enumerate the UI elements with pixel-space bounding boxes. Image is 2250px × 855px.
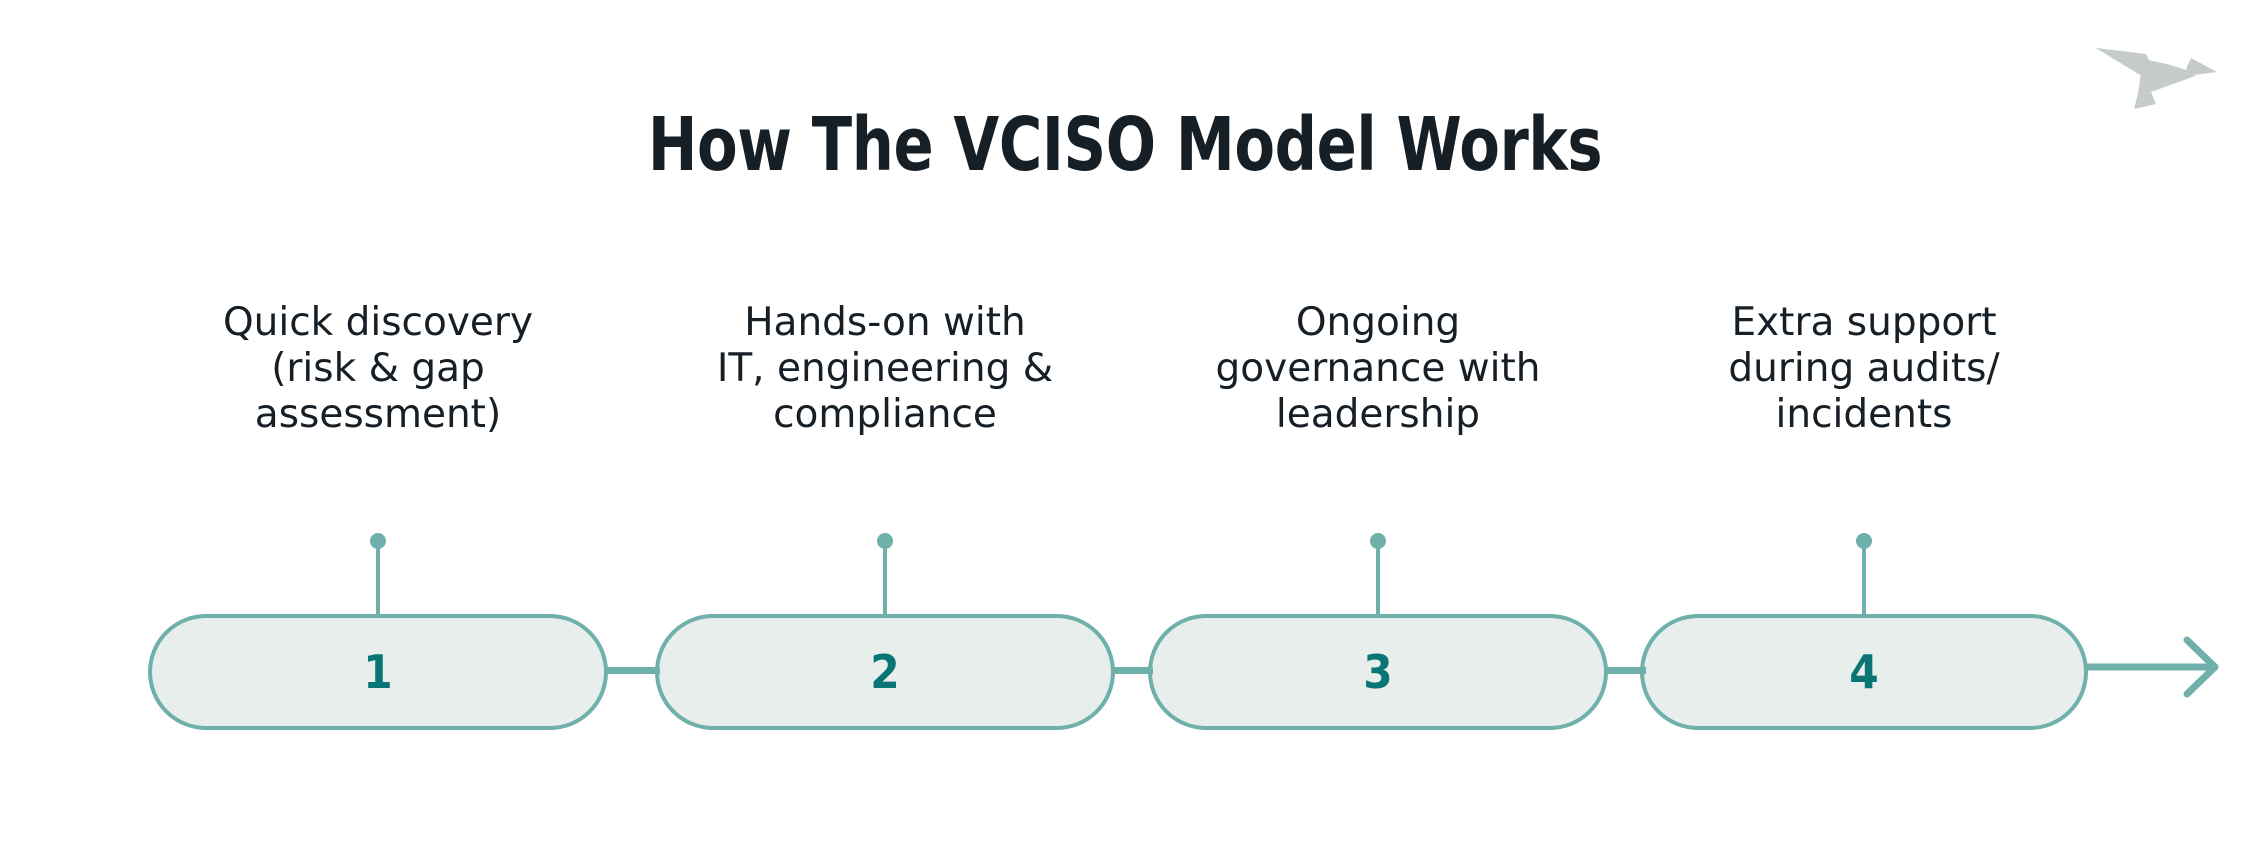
step-label-3: Ongoing governance with leadership	[1215, 300, 1541, 438]
flow-step-4[interactable]: Extra support during audits/ incidents 4	[1640, 0, 2088, 855]
flow-step-2[interactable]: Hands-on with IT, engineering & complian…	[655, 0, 1115, 855]
step-number-3: 3	[1363, 645, 1393, 699]
step-connector-stem-1	[376, 540, 380, 620]
arrow-right-icon	[2081, 630, 2235, 710]
step-pill-2[interactable]: 2	[655, 614, 1115, 730]
page-title: How The VCISO Model Works	[647, 102, 1603, 188]
step-connector-stem-3	[1376, 540, 1380, 620]
step-label-4: Extra support during audits/ incidents	[1728, 300, 2000, 438]
step-connector-3-4	[1604, 667, 1646, 674]
step-number-4: 4	[1849, 645, 1879, 699]
flow-step-1[interactable]: Quick discovery (risk & gap assessment) …	[148, 0, 608, 855]
step-connector-2-3	[1111, 667, 1153, 674]
step-connector-1-2	[604, 667, 660, 674]
step-label-2: Hands-on with IT, engineering & complian…	[716, 300, 1054, 438]
step-pill-4[interactable]: 4	[1640, 614, 2088, 730]
step-label-1: Quick discovery (risk & gap assessment)	[222, 300, 534, 438]
step-pill-3[interactable]: 3	[1148, 614, 1608, 730]
flow-step-3[interactable]: Ongoing governance with leadership 3	[1148, 0, 1608, 855]
step-connector-stem-2	[883, 540, 887, 620]
origami-bird-logo	[2094, 14, 2222, 110]
step-pill-1[interactable]: 1	[148, 614, 608, 730]
step-number-1: 1	[363, 645, 393, 699]
step-connector-stem-4	[1862, 540, 1866, 620]
step-number-2: 2	[870, 645, 900, 699]
